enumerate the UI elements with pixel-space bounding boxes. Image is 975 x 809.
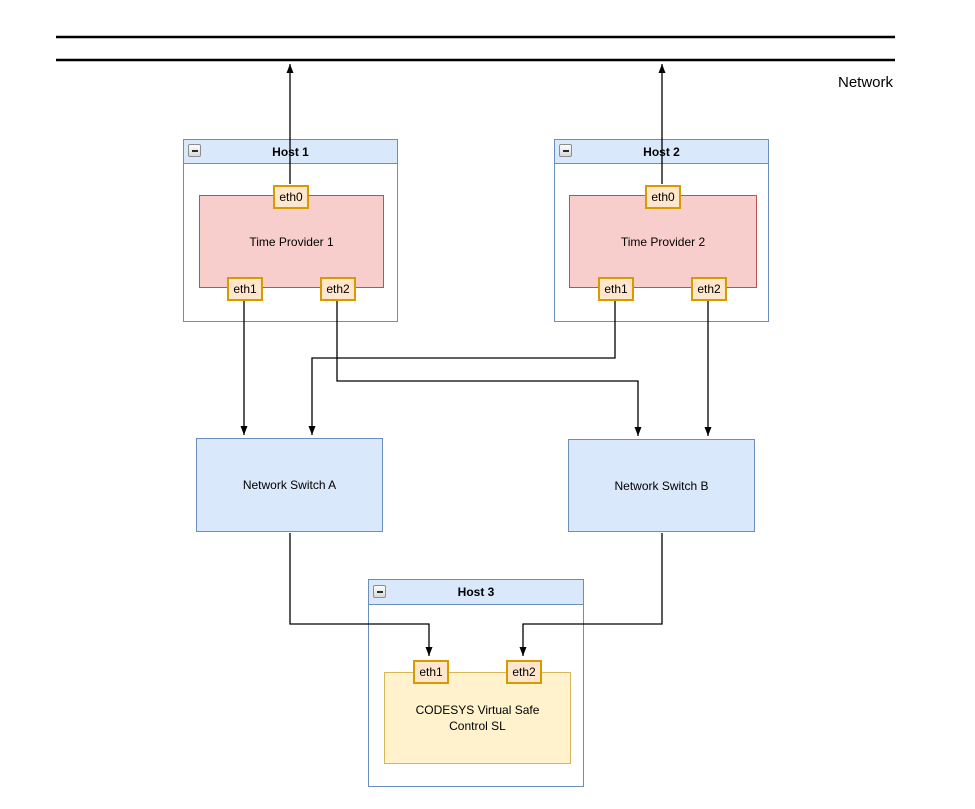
codesys-virtual-safe-control-label: CODESYS Virtual Safe Control SL bbox=[415, 702, 540, 733]
host1-collapse-button[interactable] bbox=[188, 144, 201, 157]
host3-collapse-button[interactable] bbox=[373, 585, 386, 598]
host1-port-eth0: eth0 bbox=[273, 185, 309, 209]
network-label: Network bbox=[837, 74, 893, 91]
host3-container: Host 3 CODESYS Virtual Safe Control SL e… bbox=[368, 579, 584, 787]
host1-port-eth1: eth1 bbox=[227, 277, 263, 301]
host2-port-eth0-label: eth0 bbox=[651, 190, 675, 204]
host2-port-eth1: eth1 bbox=[598, 277, 634, 301]
host1-port-eth1-label: eth1 bbox=[233, 282, 257, 296]
host3-port-eth1-label: eth1 bbox=[419, 665, 443, 679]
network-switch-b: Network Switch B bbox=[568, 439, 755, 532]
network-switch-a-label: Network Switch A bbox=[242, 478, 337, 492]
host2-header: Host 2 bbox=[555, 140, 768, 164]
collapse-minus-icon bbox=[376, 590, 383, 593]
host3-port-eth2: eth2 bbox=[506, 660, 542, 684]
network-switch-a: Network Switch A bbox=[196, 438, 383, 532]
host3-port-eth1: eth1 bbox=[413, 660, 449, 684]
host1-header: Host 1 bbox=[184, 140, 397, 164]
network-switch-b-label: Network Switch B bbox=[614, 478, 709, 493]
host2-port-eth2: eth2 bbox=[691, 277, 727, 301]
host2-port-eth0: eth0 bbox=[645, 185, 681, 209]
host2-container: Host 2 Time Provider 2 eth0 eth1 eth2 bbox=[554, 139, 769, 322]
host3-title: Host 3 bbox=[457, 585, 495, 599]
host1-port-eth0-label: eth0 bbox=[279, 190, 303, 204]
host1-port-eth2: eth2 bbox=[320, 277, 356, 301]
host3-port-eth2-label: eth2 bbox=[512, 665, 536, 679]
host2-collapse-button[interactable] bbox=[559, 144, 572, 157]
host1-port-eth2-label: eth2 bbox=[326, 282, 350, 296]
collapse-minus-icon bbox=[562, 149, 569, 152]
collapse-minus-icon bbox=[191, 149, 198, 152]
host3-header: Host 3 bbox=[369, 580, 583, 605]
time-provider-2-label: Time Provider 2 bbox=[620, 234, 706, 249]
host2-port-eth1-label: eth1 bbox=[604, 282, 628, 296]
host1-container: Host 1 Time Provider 1 eth0 eth1 eth2 bbox=[183, 139, 398, 322]
time-provider-2-box: Time Provider 2 bbox=[569, 195, 757, 288]
time-provider-1-label: Time Provider 1 bbox=[249, 234, 334, 249]
host1-title: Host 1 bbox=[272, 144, 309, 159]
host2-port-eth2-label: eth2 bbox=[697, 282, 721, 296]
codesys-virtual-safe-control-box: CODESYS Virtual Safe Control SL bbox=[384, 672, 571, 764]
host2-title: Host 2 bbox=[643, 144, 680, 159]
time-provider-1-box: Time Provider 1 bbox=[199, 195, 384, 288]
